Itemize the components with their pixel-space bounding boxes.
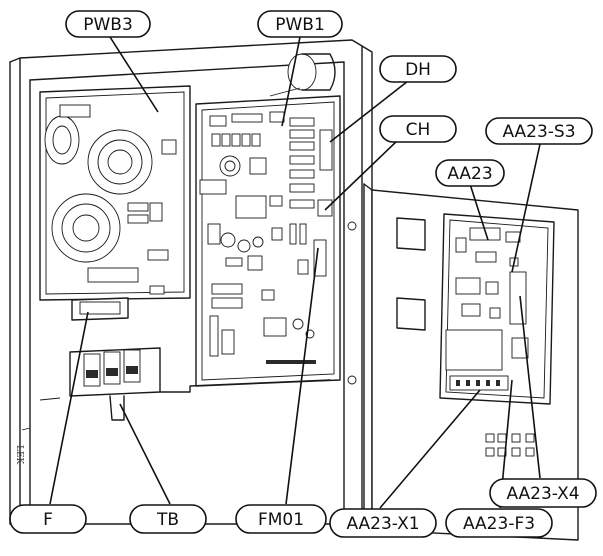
side-label: LEK (14, 445, 24, 465)
label-text-aa23-s3: AA23-S3 (502, 122, 575, 142)
label-text-pwb3: PWB3 (83, 15, 133, 35)
label-tb: TB (129, 504, 207, 534)
label-aa23-f3: AA23-F3 (445, 508, 553, 538)
label-text-fm01: FM01 (258, 510, 304, 530)
label-dh: DH (379, 55, 457, 83)
label-text-tb: TB (156, 510, 179, 530)
label-aa23-s3: AA23-S3 (485, 117, 593, 145)
fuse-holder (71, 297, 129, 321)
label-pwb1: PWB1 (257, 10, 343, 38)
label-text-ch: CH (406, 120, 431, 140)
pwb1-board (195, 95, 341, 387)
label-ch: CH (379, 115, 457, 143)
label-text-aa23-x1: AA23-X1 (346, 514, 419, 534)
label-aa23: AA23 (435, 159, 505, 187)
bottom-rail (39, 379, 331, 401)
label-text-dh: DH (405, 60, 431, 80)
aa23-board (439, 213, 555, 405)
leader-lines (49, 36, 541, 509)
label-text-pwb1: PWB1 (275, 15, 325, 35)
pwb3-board (39, 85, 191, 301)
label-text-aa23-f3: AA23-F3 (463, 514, 535, 534)
label-text-f: F (43, 510, 53, 530)
label-text-aa23: AA23 (447, 164, 492, 184)
top-capacitor (269, 53, 336, 97)
terminal-block (69, 347, 161, 421)
label-aa23-x4: AA23-X4 (489, 478, 597, 508)
label-text-aa23-x4: AA23-X4 (506, 484, 579, 504)
label-aa23-x1: AA23-X1 (329, 508, 437, 538)
label-f: F (9, 504, 87, 534)
label-pwb3: PWB3 (65, 10, 151, 38)
label-fm01: FM01 (235, 504, 327, 534)
